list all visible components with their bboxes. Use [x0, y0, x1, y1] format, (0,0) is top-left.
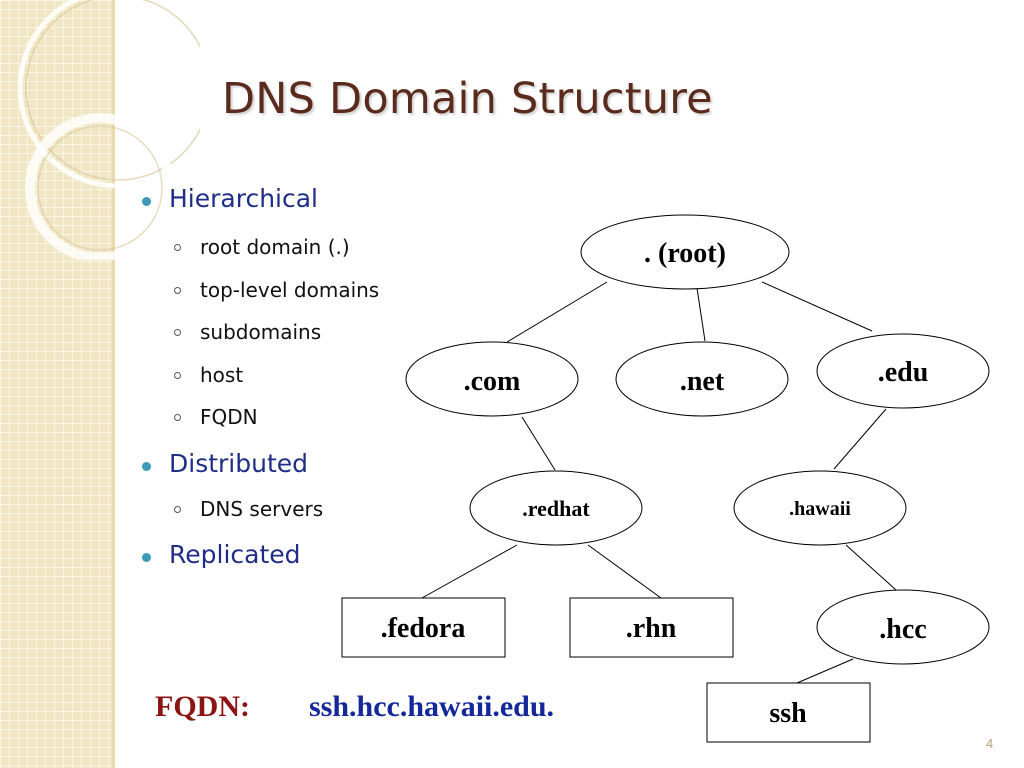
bullet-dot-icon: [142, 462, 151, 471]
node-hcc: .hcc: [816, 589, 990, 665]
node-fedora: .fedora: [341, 597, 506, 658]
subbullet-text: DNS servers: [200, 497, 324, 521]
node-edu-label: .edu: [878, 357, 929, 388]
node-root: . (root): [580, 214, 790, 290]
sub-bullet-ring-icon: [174, 287, 181, 294]
node-com: .com: [405, 341, 579, 417]
bullet-text: Replicated: [169, 540, 301, 569]
bullet-text: Hierarchical: [169, 184, 318, 213]
sub-bullet-ring-icon: [174, 372, 181, 379]
node-redhat: .redhat: [469, 470, 643, 546]
node-rhn: .rhn: [569, 597, 734, 658]
node-hawaii: .hawaii: [733, 470, 907, 546]
node-root-label: . (root): [644, 238, 726, 269]
node-edu: .edu: [816, 333, 990, 409]
tree-connectors: [421, 281, 897, 684]
edge-root-net: [696, 287, 706, 342]
page-number: 4: [986, 736, 994, 751]
bullet-dot-icon: [142, 553, 151, 562]
node-rhn-label: .rhn: [626, 613, 677, 644]
edge-hcc-ssh: [796, 658, 854, 684]
node-com-label: .com: [464, 366, 521, 397]
bullet-dot-icon: [142, 197, 151, 206]
node-redhat-label: .redhat: [522, 496, 590, 521]
edge-hawaii-hcc: [845, 544, 897, 591]
edge-redhat-rhn: [587, 544, 662, 599]
edge-com-redhat: [521, 416, 556, 471]
node-ssh-label: ssh: [769, 698, 807, 729]
decorative-circles: [17, 0, 200, 260]
node-net-label: .net: [680, 366, 725, 397]
bullet-text: Distributed: [169, 449, 309, 478]
subbullet-text: top-level domains: [200, 278, 380, 302]
decorative-strip-edge: [112, 0, 115, 768]
subbullet-text: root domain (.): [200, 235, 350, 259]
fqdn-example-label: FQDN:: [155, 690, 250, 723]
node-hcc-label: .hcc: [879, 614, 926, 645]
subbullet-text: host: [200, 363, 244, 387]
subbullet-text: subdomains: [200, 320, 322, 344]
fqdn-example-value: ssh.hcc.hawaii.edu.: [309, 690, 555, 723]
edge-edu-hawaii: [833, 408, 887, 470]
edge-root-com: [506, 281, 608, 343]
subbullet-text: FQDN: [200, 405, 258, 429]
edge-redhat-fedora: [421, 544, 518, 599]
sub-bullet-ring-icon: [174, 329, 181, 336]
node-ssh: ssh: [706, 682, 871, 743]
sub-bullet-ring-icon: [174, 506, 181, 513]
edge-root-edu: [761, 281, 873, 332]
slide-title: DNS Domain Structure: [222, 74, 713, 124]
node-hawaii-label: .hawaii: [789, 498, 851, 520]
node-fedora-label: .fedora: [381, 613, 466, 644]
sub-bullet-ring-icon: [174, 414, 181, 421]
node-net: .net: [615, 341, 789, 417]
sub-bullet-ring-icon: [174, 244, 181, 251]
